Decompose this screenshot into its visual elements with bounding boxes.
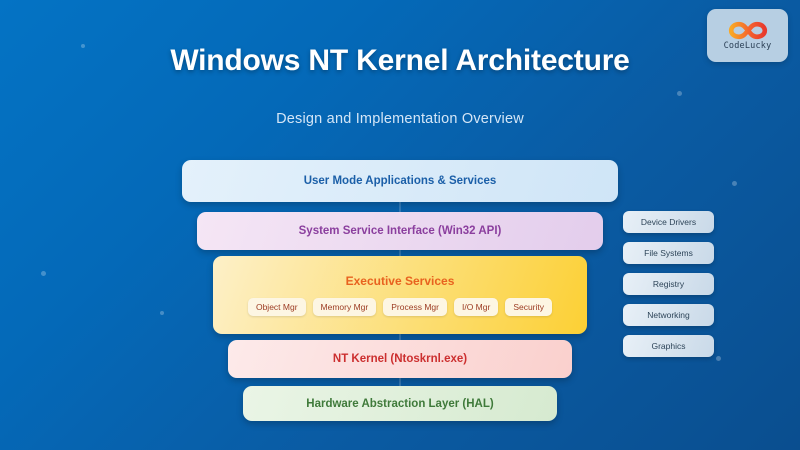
layer-connector [399,202,401,212]
layer-nt-kernel-label: NT Kernel (Ntoskrnl.exe) [332,353,468,365]
executive-component-object-mgr[interactable]: Object Mgr [247,298,306,316]
decorative-dot [677,91,682,96]
layer-user-mode-label: User Mode Applications & Services [303,175,497,187]
layer-user-mode[interactable]: User Mode Applications & Services [182,160,618,202]
brand-logo[interactable]: CodeLucky [707,9,788,62]
layer-system-service-interface[interactable]: System Service Interface (Win32 API) [197,212,603,250]
layer-connector [399,378,401,386]
side-module-registry-label: Registry [652,279,685,289]
layer-hal-label: Hardware Abstraction Layer (HAL) [306,397,494,410]
page-title: Windows NT Kernel Architecture [170,44,630,77]
executive-component-io-mgr[interactable]: I/O Mgr [453,298,499,316]
side-module-registry[interactable]: Registry [623,273,714,295]
executive-services-title: Executive Services [345,274,455,288]
side-module-graphics[interactable]: Graphics [623,335,714,357]
page-subtitle: Design and Implementation Overview [276,111,524,127]
decorative-dot [732,181,737,186]
layer-nt-kernel[interactable]: NT Kernel (Ntoskrnl.exe) [228,340,572,378]
decorative-dot [81,44,85,48]
side-module-networking[interactable]: Networking [623,304,714,326]
side-module-graphics-label: Graphics [651,341,686,351]
executive-services-component-list: Object Mgr Memory Mgr Process Mgr I/O Mg… [247,298,553,316]
layer-system-service-interface-label: System Service Interface (Win32 API) [298,225,502,237]
decorative-dot [716,356,721,361]
decorative-dot [41,271,46,276]
layer-connector [399,250,401,256]
side-module-device-drivers[interactable]: Device Drivers [623,211,714,233]
side-module-networking-label: Networking [647,310,690,320]
layer-executive-services[interactable]: Executive Services Object Mgr Memory Mgr… [213,256,587,334]
decorative-dot [160,311,164,315]
side-module-file-systems-label: File Systems [644,248,693,258]
side-module-device-drivers-label: Device Drivers [640,217,697,227]
layer-hal[interactable]: Hardware Abstraction Layer (HAL) [243,386,557,421]
infinity-loop-icon [728,21,767,39]
executive-component-security[interactable]: Security [505,298,553,316]
layer-connector [399,334,401,340]
logo-wordmark: CodeLucky [723,40,772,51]
executive-component-process-mgr[interactable]: Process Mgr [383,298,447,316]
executive-component-memory-mgr[interactable]: Memory Mgr [312,298,377,316]
side-module-file-systems[interactable]: File Systems [623,242,714,264]
